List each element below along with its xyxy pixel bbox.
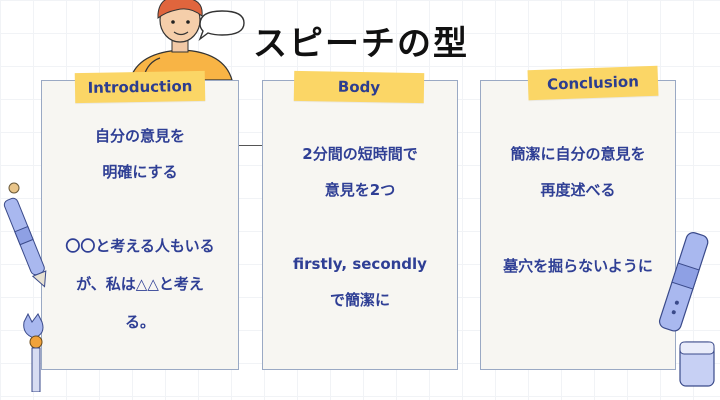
conclusion-line-2: 再度述べる	[540, 181, 616, 199]
body-line-4: で簡潔に	[329, 291, 390, 309]
page-title: スピーチの型	[253, 24, 469, 64]
body-line-2: 意見を2つ	[324, 181, 396, 199]
conclusion-line-1: 簡潔に自分の意見を	[510, 145, 646, 163]
card-conclusion	[480, 80, 676, 370]
intro-line-1: 自分の意見を	[94, 127, 185, 145]
body-line-1: 2分間の短時間で	[302, 145, 418, 163]
intro-line-3: 〇〇と考える人もいる	[65, 237, 215, 255]
label-introduction: Introduction	[74, 70, 206, 104]
card-introduction	[41, 80, 239, 370]
body-line-3: firstly, secondly	[293, 255, 427, 273]
charm-icon	[23, 312, 44, 392]
intro-line-5: る。	[124, 313, 155, 331]
card-body	[262, 80, 458, 370]
label-conclusion: Conclusion	[527, 65, 659, 101]
pen-right-icon	[658, 232, 709, 332]
label-body: Body	[293, 70, 425, 104]
speech-bubble-icon	[198, 10, 245, 41]
conclusion-line-3: 墓穴を掘らないように	[503, 257, 653, 275]
eraser-icon	[679, 341, 715, 387]
pen-left-icon	[3, 182, 47, 288]
intro-line-2: 明確にする	[102, 163, 178, 181]
intro-line-4: が、私は△△と考え	[76, 275, 204, 293]
connector-line	[239, 145, 262, 146]
